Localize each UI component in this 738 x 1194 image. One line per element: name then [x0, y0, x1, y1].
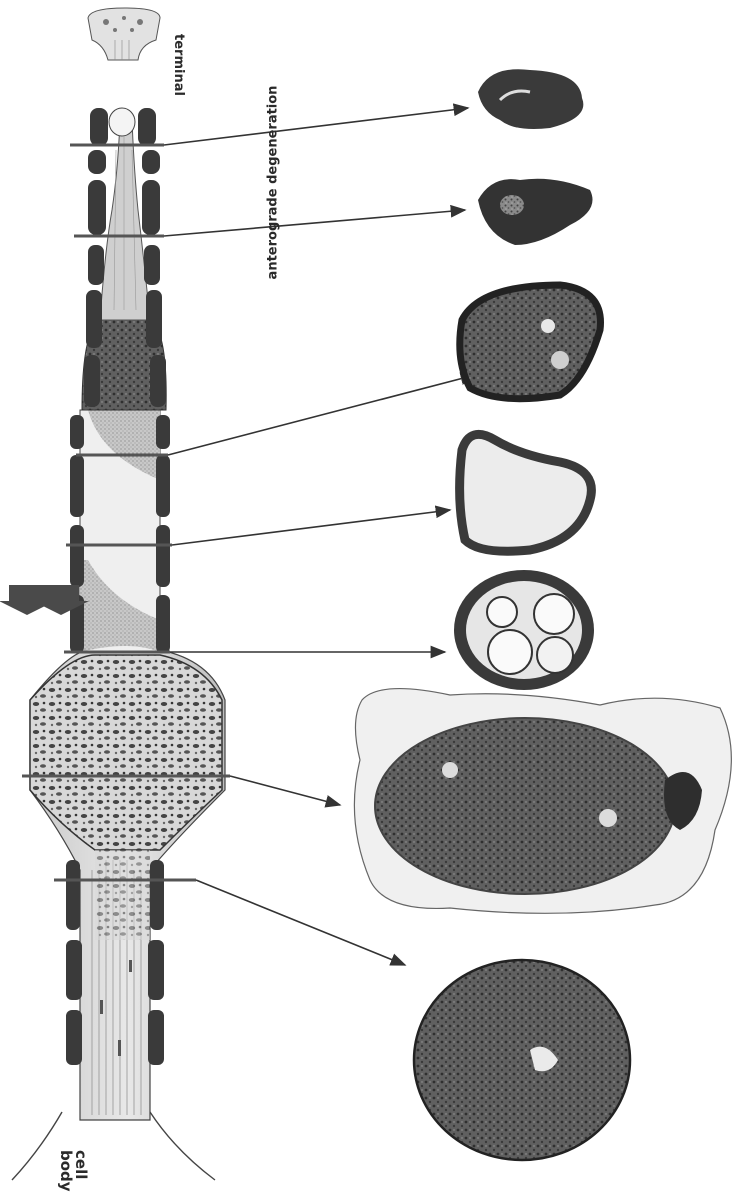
- section-3: [460, 285, 601, 399]
- terminal-label: terminal: [171, 34, 186, 96]
- anterograde-degeneration-label: anterograde degeneration: [265, 86, 280, 280]
- section-6: [354, 689, 731, 914]
- cell-body-label: cell body: [58, 1150, 88, 1192]
- cell-body-label-line1: cell: [73, 1150, 88, 1192]
- section-5: [454, 570, 594, 690]
- axon-middle: [70, 410, 170, 653]
- section-4: [460, 434, 592, 551]
- terminal-drawing: [88, 8, 160, 60]
- axon-distal: [82, 108, 166, 410]
- section-1: [478, 69, 583, 129]
- cell-body-outline: [12, 1112, 215, 1180]
- section-7: [414, 960, 630, 1160]
- axon-proximal: [30, 650, 225, 1120]
- section-2: [478, 179, 593, 245]
- cell-body-label-line2: body: [58, 1150, 73, 1192]
